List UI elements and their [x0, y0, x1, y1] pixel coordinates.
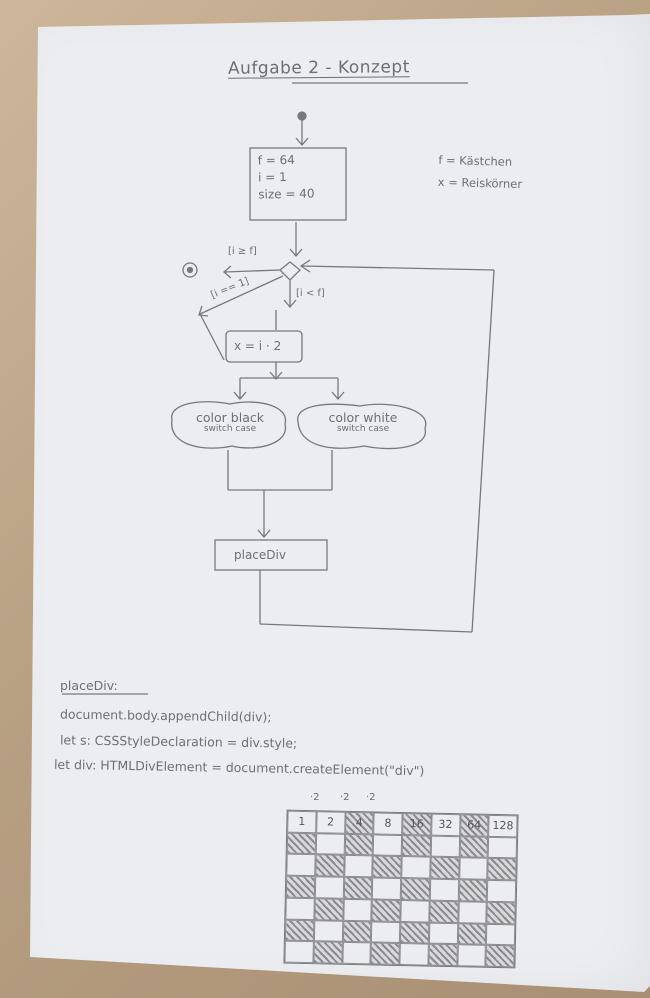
grid-header-cell: 64	[459, 814, 489, 837]
grid-cell	[313, 941, 343, 964]
multiplier-3: ·2	[366, 792, 376, 803]
grid-cell	[313, 919, 343, 943]
place-div-box	[214, 539, 328, 571]
grid-cell	[284, 940, 314, 964]
grid-header-cell: 32	[430, 813, 461, 836]
color-white-node	[297, 403, 427, 450]
grid-cell	[487, 879, 517, 903]
grid-cell	[341, 942, 372, 965]
chessboard-grid: 1 2 4 8 16 32 64 128	[283, 809, 519, 969]
init-size: size = 40	[258, 186, 315, 202]
grid-cell	[342, 898, 373, 921]
multiplier-1: ·2	[310, 792, 320, 803]
grid-cell	[401, 856, 431, 879]
grid-cell	[430, 835, 460, 858]
grid-cell	[428, 943, 458, 967]
grid-cell	[429, 900, 459, 923]
grid-cell	[314, 854, 345, 877]
calc-box-text: x = i · 2	[234, 339, 282, 353]
grid-header-cell: 2	[315, 811, 346, 834]
grid-cell	[486, 901, 516, 924]
grid-cell	[458, 857, 488, 880]
grid-cell	[456, 944, 487, 967]
grid-cell	[314, 876, 344, 899]
legend: f = Kästchen x = Reiskörner	[437, 149, 523, 195]
color-black-label: color black switch case	[176, 410, 284, 434]
calc-box	[225, 330, 303, 363]
grid-cell	[343, 876, 373, 900]
code-line-1: document.body.appendChild(div);	[59, 706, 272, 725]
legend-f: f = Kästchen	[438, 152, 513, 169]
start-node	[297, 111, 307, 121]
color-black-sub: switch case	[203, 424, 257, 434]
init-f: f = 64	[257, 152, 296, 168]
grid-cell	[428, 922, 458, 945]
grid-cell	[344, 833, 374, 856]
grid-cell	[372, 877, 402, 900]
grid-cell	[399, 921, 430, 944]
grid-header-cell: 8	[373, 812, 403, 835]
grid-cell	[286, 854, 316, 877]
grid-header-cell: 4	[344, 811, 374, 835]
grid-header-cell: 16	[402, 813, 432, 836]
grid-cell	[429, 857, 460, 880]
grid-cell	[372, 855, 402, 879]
code-heading: placeDiv:	[60, 678, 118, 693]
grid-cell	[400, 878, 430, 901]
grid-cell	[371, 899, 401, 922]
grid-cell	[458, 879, 488, 902]
color-white-text: color white	[328, 410, 398, 425]
grid-cell	[370, 942, 400, 965]
grid-header-cell: 1	[287, 810, 317, 833]
grid-cell	[285, 875, 315, 899]
grid-cell	[286, 832, 316, 855]
grid-cell	[285, 897, 315, 920]
grid-cell	[399, 943, 429, 966]
grid-cell	[459, 835, 489, 859]
legend-x: x = Reiskörner	[437, 174, 523, 192]
grid-cell	[400, 899, 430, 923]
init-box	[249, 147, 347, 221]
place-div-text: placeDiv	[234, 548, 286, 562]
grid-cell	[372, 834, 403, 857]
grid-header-cell: 128	[488, 814, 518, 838]
init-box-text: f = 64 i = 1 size = 40	[258, 152, 315, 204]
grid-cell	[487, 858, 517, 881]
grid-cell	[486, 923, 516, 946]
condition-loop: [i < f]	[296, 288, 325, 299]
color-black-text: color black	[196, 410, 264, 425]
grid-cell	[314, 898, 344, 921]
grid-cell	[371, 920, 401, 944]
grid-cell	[315, 832, 345, 856]
grid-cell	[342, 920, 372, 943]
decision-diamond	[279, 261, 301, 281]
multiplier-2: ·2	[340, 792, 350, 803]
grid-cell	[343, 855, 373, 878]
color-white-sub: switch case	[336, 424, 390, 434]
grid-cell	[429, 878, 459, 902]
grid-cell	[401, 834, 431, 858]
grid-cell	[487, 836, 518, 859]
init-i: i = 1	[257, 169, 287, 185]
grid-cell	[457, 901, 488, 924]
grid-cell	[284, 919, 315, 942]
color-black-node	[171, 401, 287, 449]
grid-cell	[457, 922, 487, 946]
condition-end: [i ≥ f]	[228, 246, 257, 257]
end-node	[182, 262, 198, 278]
color-white-label: color white switch case	[304, 410, 422, 434]
grid-cell	[485, 945, 515, 968]
